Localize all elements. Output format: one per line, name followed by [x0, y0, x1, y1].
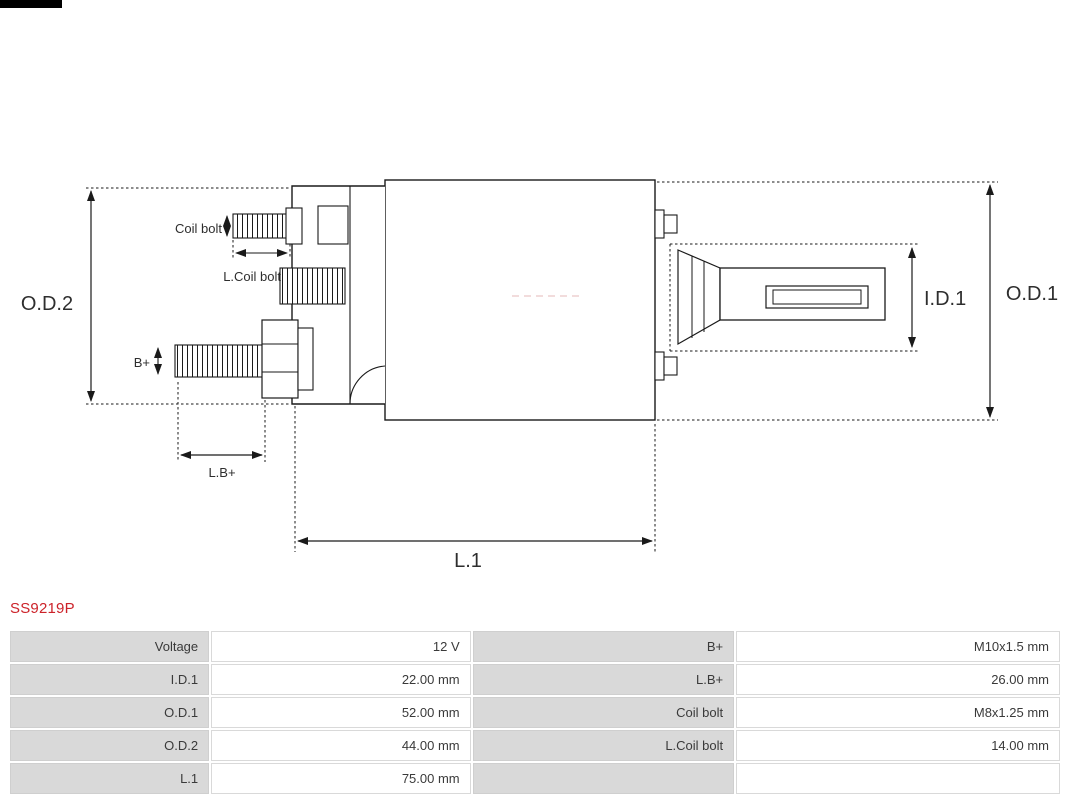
body-terminal-bottom-cap — [663, 356, 678, 376]
body-terminal-bottom — [654, 351, 665, 381]
label-lb-plus: L.B+ — [208, 465, 235, 480]
b-plus-stud — [174, 344, 264, 378]
spec-label-cell: L.B+ — [472, 664, 735, 695]
solenoid-diagram-area: O.D.2 O.D.1 I.D.1 L.1 L.B+ B+ Coil bolt … — [21, 179, 1058, 572]
spec-label-cell: O.D.2 — [10, 730, 210, 761]
spec-label-cell: L.1 — [10, 763, 210, 794]
label-l-coil-bolt: L.Coil bolt — [223, 269, 281, 284]
spec-value-cell: M8x1.25 mm — [736, 697, 1060, 728]
flange-fillet-arc — [349, 365, 386, 405]
flange-notch — [317, 205, 349, 245]
label-b-plus: B+ — [134, 355, 150, 370]
spec-label-cell: B+ — [472, 631, 735, 662]
part-number: SS9219P — [10, 600, 75, 617]
coil-bolt-stud — [232, 213, 289, 239]
solenoid-body — [384, 179, 656, 421]
plunger-slot-inner — [772, 289, 862, 305]
spec-value-cell: 22.00 mm — [211, 664, 471, 695]
b-plus-nut — [261, 319, 299, 399]
label-id1: I.D.1 — [924, 288, 966, 310]
spec-value-cell: 12 V — [211, 631, 471, 662]
spec-value-cell: M10x1.5 mm — [736, 631, 1060, 662]
label-od1: O.D.1 — [1006, 283, 1058, 305]
coil-bolt-sleeve — [279, 267, 346, 305]
plunger-taper — [677, 249, 721, 346]
top-left-mark — [0, 0, 62, 8]
table-row: O.D.2 44.00 mm L.Coil bolt 14.00 mm — [10, 730, 1060, 761]
spec-label-cell: Coil bolt — [472, 697, 735, 728]
dimension-lines — [86, 181, 998, 552]
b-plus-washer — [297, 327, 314, 391]
spec-label-cell: Voltage — [10, 631, 210, 662]
spec-value-cell: 26.00 mm — [736, 664, 1060, 695]
spec-label-cell: I.D.1 — [10, 664, 210, 695]
label-coil-bolt: Coil bolt — [175, 221, 222, 236]
spec-label-cell: L.Coil bolt — [472, 730, 735, 761]
body-terminal-top — [654, 209, 665, 239]
spec-value-cell — [736, 763, 1060, 794]
table-row: I.D.1 22.00 mm L.B+ 26.00 mm — [10, 664, 1060, 695]
spec-table: Voltage 12 V B+ M10x1.5 mm I.D.1 22.00 m… — [8, 629, 1062, 796]
table-row: Voltage 12 V B+ M10x1.5 mm — [10, 631, 1060, 662]
spec-value-cell: 52.00 mm — [211, 697, 471, 728]
label-od2: O.D.2 — [21, 293, 73, 315]
spec-value-cell: 14.00 mm — [736, 730, 1060, 761]
table-row: O.D.1 52.00 mm Coil bolt M8x1.25 mm — [10, 697, 1060, 728]
spec-value-cell: 44.00 mm — [211, 730, 471, 761]
body-terminal-top-cap — [663, 214, 678, 234]
coil-bolt-collar — [285, 207, 303, 245]
solenoid-diagram: O.D.2 O.D.1 I.D.1 L.1 L.B+ B+ Coil bolt … — [21, 179, 1058, 572]
table-row: L.1 75.00 mm — [10, 763, 1060, 794]
spec-label-cell — [472, 763, 735, 794]
label-l1: L.1 — [454, 550, 482, 572]
solenoid-drawing — [174, 179, 886, 421]
spec-label-cell: O.D.1 — [10, 697, 210, 728]
spec-value-cell: 75.00 mm — [211, 763, 471, 794]
